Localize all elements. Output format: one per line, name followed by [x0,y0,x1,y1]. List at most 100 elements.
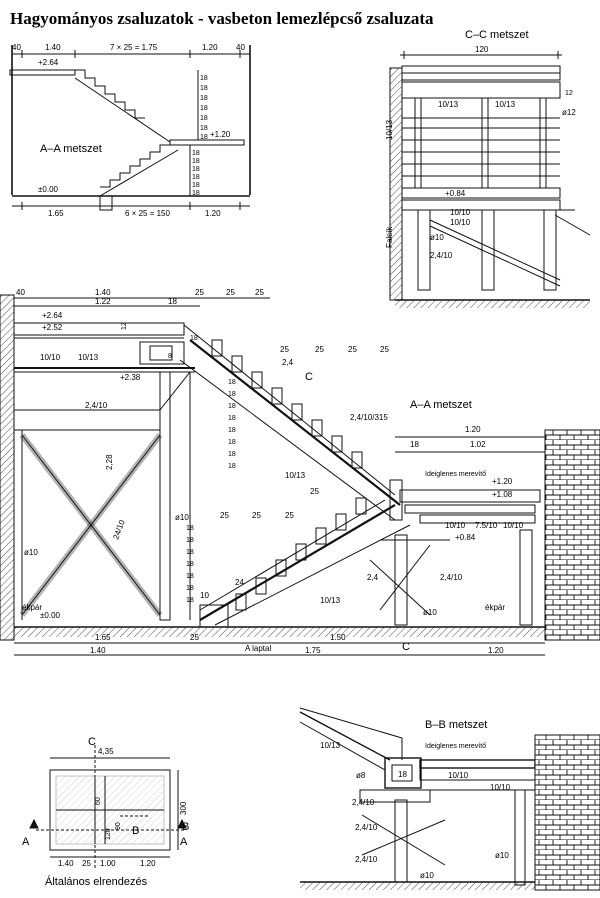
svg-text:10: 10 [200,591,209,600]
svg-text:18: 18 [228,439,236,446]
svg-text:B: B [182,821,189,833]
svg-text:18: 18 [200,125,208,132]
svg-text:18: 18 [192,190,200,197]
svg-text:ékpár: ékpár [22,603,42,612]
svg-text:C: C [88,736,96,748]
svg-text:1.65: 1.65 [95,633,111,642]
brick-wall-bb [534,734,600,891]
svg-text:C: C [305,371,313,383]
svg-text:24: 24 [235,578,244,587]
svg-text:10/13: 10/13 [78,353,99,362]
svg-text:18: 18 [192,166,200,173]
svg-text:18: 18 [200,134,208,141]
svg-text:2,4/10: 2,4/10 [355,855,378,864]
svg-text:B: B [132,825,139,837]
svg-text:1.20: 1.20 [488,646,504,655]
svg-text:A laptal: A laptal [245,644,271,653]
svg-text:1.20: 1.20 [202,43,218,52]
svg-text:C: C [402,641,410,653]
plan-drawing [29,745,187,870]
svg-text:24/10: 24/10 [111,518,126,540]
svg-text:25: 25 [310,487,319,496]
svg-text:10/10: 10/10 [450,218,471,227]
svg-text:18: 18 [200,95,208,102]
svg-text:18: 18 [228,463,236,470]
svg-text:1.50: 1.50 [330,633,346,642]
svg-text:+2.52: +2.52 [42,323,63,332]
svg-text:18: 18 [398,770,407,779]
svg-text:18: 18 [200,115,208,122]
svg-text:+2.64: +2.64 [38,58,59,67]
svg-text:2,28: 2,28 [105,454,114,470]
svg-text:18: 18 [228,451,236,458]
svg-text:ø10: ø10 [430,233,444,242]
svg-text:+1.20: +1.20 [210,130,231,139]
svg-text:18: 18 [410,440,419,449]
svg-text:1.02: 1.02 [470,440,486,449]
svg-text:18: 18 [200,85,208,92]
svg-text:1.20: 1.20 [140,859,156,868]
svg-text:2,4/10: 2,4/10 [352,798,375,807]
svg-text:A: A [180,836,188,848]
svg-text:2,4: 2,4 [367,573,379,582]
svg-text:18: 18 [186,525,194,532]
svg-text:1.20: 1.20 [205,209,221,218]
svg-text:12: 12 [121,322,128,330]
cc-section-label: C–C metszet [465,29,529,41]
svg-text:120: 120 [105,828,112,840]
svg-text:8: 8 [168,353,172,360]
svg-text:10/10: 10/10 [450,208,471,217]
svg-text:18: 18 [192,158,200,165]
svg-text:1.40: 1.40 [95,288,111,297]
svg-text:1.40: 1.40 [90,646,106,655]
svg-text:18: 18 [228,415,236,422]
svg-text:ékpár: ékpár [485,603,505,612]
svg-text:40: 40 [16,288,25,297]
svg-text:10/10: 10/10 [490,783,511,792]
svg-text:+2.64: +2.64 [42,311,63,320]
svg-text:40: 40 [12,43,21,52]
svg-text:Falsík: Falsík [385,226,394,248]
svg-text:10/10: 10/10 [503,521,524,530]
svg-text:10/13: 10/13 [385,119,394,140]
svg-text:Ideiglenes merevítő: Ideiglenes merevítő [425,471,486,478]
svg-text:4,35: 4,35 [98,747,114,756]
svg-text:25: 25 [82,859,91,868]
svg-text:+2.38: +2.38 [120,373,141,382]
svg-text:ø10: ø10 [423,608,437,617]
cc-section-drawing [389,51,591,308]
svg-text:18: 18 [186,597,194,604]
svg-text:10/13: 10/13 [495,100,516,109]
svg-text:25: 25 [380,345,389,354]
svg-text:2,4: 2,4 [282,358,294,367]
svg-text:120: 120 [475,45,489,54]
svg-text:12: 12 [565,90,573,97]
main-section-label: A–A metszet [410,399,472,411]
svg-text:7.5/10: 7.5/10 [475,521,498,530]
svg-text:60: 60 [95,797,102,805]
svg-text:18: 18 [228,403,236,410]
svg-text:18: 18 [228,391,236,398]
svg-text:18: 18 [186,573,194,580]
svg-text:7 × 25 = 1.75: 7 × 25 = 1.75 [110,43,158,52]
svg-text:18: 18 [186,537,194,544]
svg-text:1.40: 1.40 [58,859,74,868]
svg-text:18: 18 [190,335,198,342]
svg-text:18: 18 [186,549,194,556]
svg-text:10/13: 10/13 [438,100,459,109]
top-left-risers: 18 18 18 18 18 18 18 18 18 18 18 18 18 [192,75,208,197]
svg-text:±0.00: ±0.00 [38,185,59,194]
main-section-drawing [0,294,545,656]
svg-text:ø10: ø10 [175,513,189,522]
svg-text:18: 18 [192,150,200,157]
svg-text:2,4/10: 2,4/10 [85,401,108,410]
svg-text:90: 90 [115,822,122,830]
drawing-title: Hagyományos zsaluzatok - vasbeton lemezl… [10,9,434,28]
main-risers-lower: 18 18 18 18 18 18 18 [186,525,194,604]
svg-text:10/10: 10/10 [445,521,466,530]
svg-text:10/10: 10/10 [40,353,61,362]
svg-text:18: 18 [228,427,236,434]
svg-text:1.00: 1.00 [100,859,116,868]
svg-text:25: 25 [226,288,235,297]
